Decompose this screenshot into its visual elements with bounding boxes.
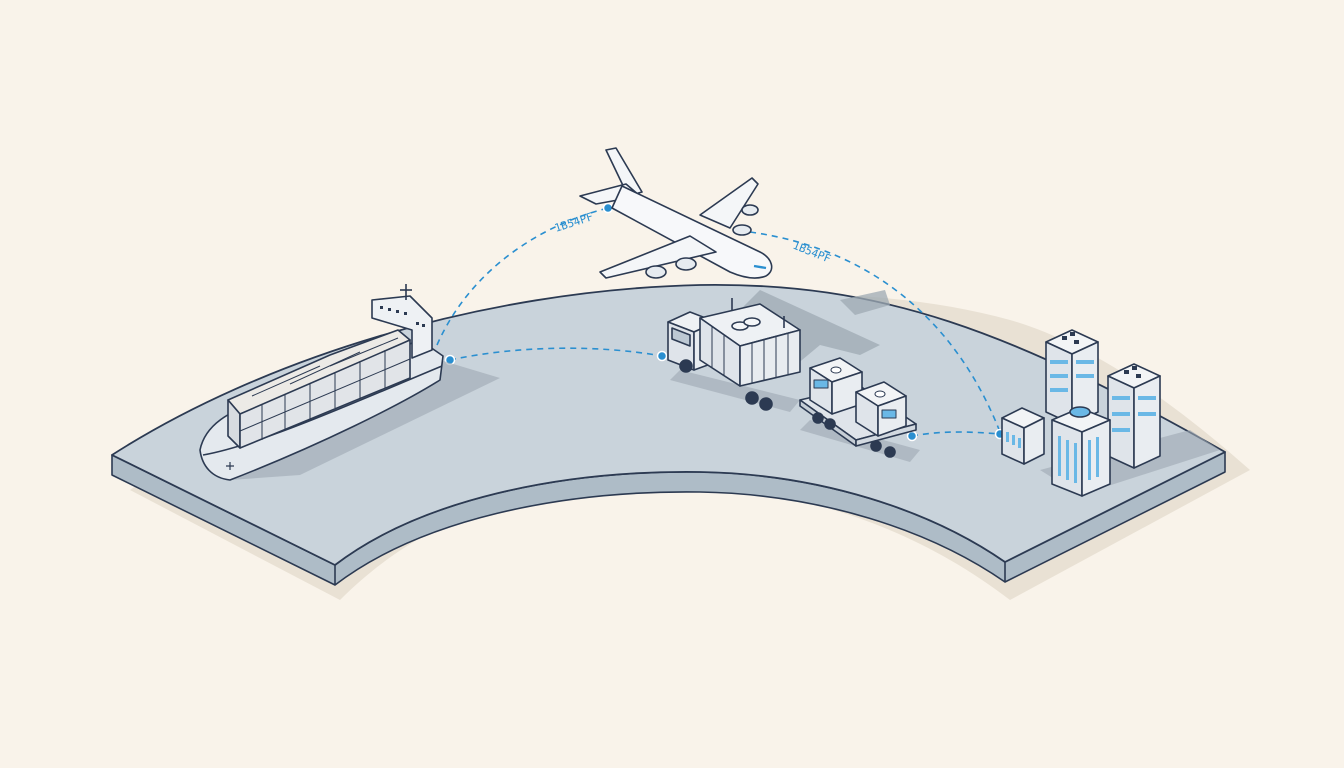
trailer-wheels [812,412,896,458]
airplane-shadow [740,290,890,370]
route-plane-to-hub [749,231,1001,433]
route-trailer-to-hub [911,431,1001,437]
trailer-container [855,381,907,437]
route-node [656,350,668,362]
airplane-wing-near [599,235,717,279]
container-stack-side [239,339,411,449]
engine-icon [675,257,697,271]
trailer-container [809,357,863,415]
cargo-airplane [579,147,773,279]
route-nodes [444,202,1006,442]
city-buildings [1001,329,1220,497]
freight-truck [667,298,801,412]
building-tower [1107,363,1161,469]
container-ship [199,284,500,481]
container-grid [239,337,411,440]
route-node [906,430,918,442]
engine-icon [732,224,752,236]
building-low [1001,407,1045,465]
cockpit-window [753,264,767,270]
route-lines [436,207,1001,437]
truck-wheels [679,359,773,411]
ship-hull-band [202,365,443,456]
route-label-ship-to-plane: 1B54PF [553,210,595,235]
truck-tank-icon [743,317,761,327]
route-ship-to-plane [436,207,609,346]
route-ship-to-truck [449,347,663,361]
anchor-icon [226,462,234,470]
bridge-windows [380,306,425,327]
truck-body-side [739,329,801,387]
engine-icon [741,204,759,216]
building-front [1051,406,1111,497]
flatbed-trailer [799,357,920,462]
airplane-tail-fin [605,147,643,197]
engine-icon [645,265,667,279]
route-label-plane-to-hub: 1B54PF [791,239,833,266]
airplane-fuselage [611,185,773,279]
building-tower [1045,329,1099,425]
truck-body-ribs [711,326,789,383]
route-node [602,202,614,214]
airplane-wing-far [699,177,759,229]
truck-windshield [671,327,691,347]
ship-bridge [371,295,433,359]
